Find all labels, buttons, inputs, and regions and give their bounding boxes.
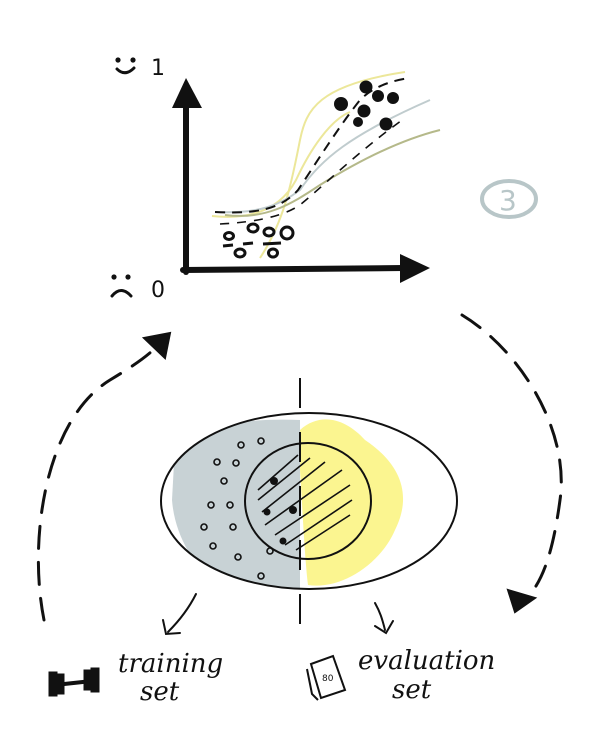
step-number: 3 xyxy=(499,184,517,217)
sample-point xyxy=(232,459,240,467)
sample-point xyxy=(263,508,271,516)
data-point-0 xyxy=(267,247,279,259)
sample-point xyxy=(229,523,237,531)
training-set-label-line1: training xyxy=(118,649,223,679)
sample-point xyxy=(279,537,287,545)
x-axis-arrowhead xyxy=(400,254,430,283)
y-axis-arrowhead xyxy=(172,78,202,108)
training-points xyxy=(200,437,274,580)
sample-point xyxy=(257,437,265,445)
split-arrows xyxy=(162,593,394,636)
sample-point xyxy=(209,542,217,550)
sigmoid-curve-green xyxy=(224,129,441,217)
evaluation-set-label-group: 80 evaluation set xyxy=(306,646,495,705)
class-0-points xyxy=(222,222,295,259)
data-point-1 xyxy=(353,117,363,127)
left-dashed-loop-arrow xyxy=(36,341,162,622)
sample-point xyxy=(237,441,245,449)
left-arrowhead xyxy=(141,331,172,360)
inner-dataset-boundary xyxy=(244,442,372,560)
data-point-1 xyxy=(357,104,371,118)
sigmoid-curve-yellow xyxy=(259,71,406,259)
evaluation-set-label-line2: set xyxy=(392,675,432,705)
sample-point xyxy=(234,553,242,561)
sigmoid-curve-grey xyxy=(214,99,431,214)
right-arrowhead xyxy=(506,588,538,614)
dumbbell-icon xyxy=(48,667,100,697)
arrow-to-training-head xyxy=(162,619,181,636)
data-point-1 xyxy=(387,92,399,104)
sample-point xyxy=(207,501,215,509)
data-point-0 xyxy=(246,222,260,234)
sample-point xyxy=(257,572,265,580)
data-point-1 xyxy=(359,80,373,94)
cycle-arrows xyxy=(36,313,563,622)
x-axis xyxy=(180,265,407,273)
report-card-icon: 80 xyxy=(306,654,347,701)
outer-dataset-boundary xyxy=(160,412,458,590)
data-point-0 xyxy=(279,225,295,241)
evaluation-set-shading xyxy=(300,419,404,586)
sample-point xyxy=(200,523,208,531)
training-set-shading xyxy=(172,419,300,589)
arrow-to-evaluation-head xyxy=(374,620,394,635)
inner-points xyxy=(263,477,297,545)
sad-face-icon xyxy=(110,274,133,298)
y-axis-top-label: 1 xyxy=(151,56,165,81)
arrow-to-training xyxy=(167,593,197,633)
y-axis-bottom-label: 0 xyxy=(151,278,165,303)
step-number-badge: 3 xyxy=(480,179,538,219)
sample-point xyxy=(213,458,221,466)
sample-point xyxy=(289,506,297,514)
sigmoid-plot: 1 0 xyxy=(110,56,538,303)
training-set-label-line2: set xyxy=(140,677,180,707)
evaluation-set-label-line1: evaluation xyxy=(358,646,495,676)
sigmoid-curve-dashed-2 xyxy=(219,117,406,225)
inner-hatching xyxy=(257,454,353,551)
training-set-label-group: training set xyxy=(48,649,223,707)
data-point-1 xyxy=(379,117,393,131)
right-dashed-loop-arrow xyxy=(460,313,563,602)
data-point-1 xyxy=(334,97,348,111)
sample-point xyxy=(270,477,278,485)
dataset-ellipse xyxy=(160,378,458,640)
data-point-0 xyxy=(223,231,235,241)
happy-face-icon xyxy=(115,57,136,75)
data-point-1 xyxy=(372,90,384,102)
data-point-0 xyxy=(262,226,276,238)
sigmoid-curve-dashed xyxy=(214,77,411,214)
sample-point xyxy=(226,501,234,509)
sample-point xyxy=(266,547,274,555)
report-card-score: 80 xyxy=(322,674,334,684)
arrow-to-evaluation xyxy=(374,602,386,631)
data-point-0 xyxy=(233,247,247,259)
sample-point xyxy=(220,477,228,485)
class-1-points xyxy=(334,80,399,131)
